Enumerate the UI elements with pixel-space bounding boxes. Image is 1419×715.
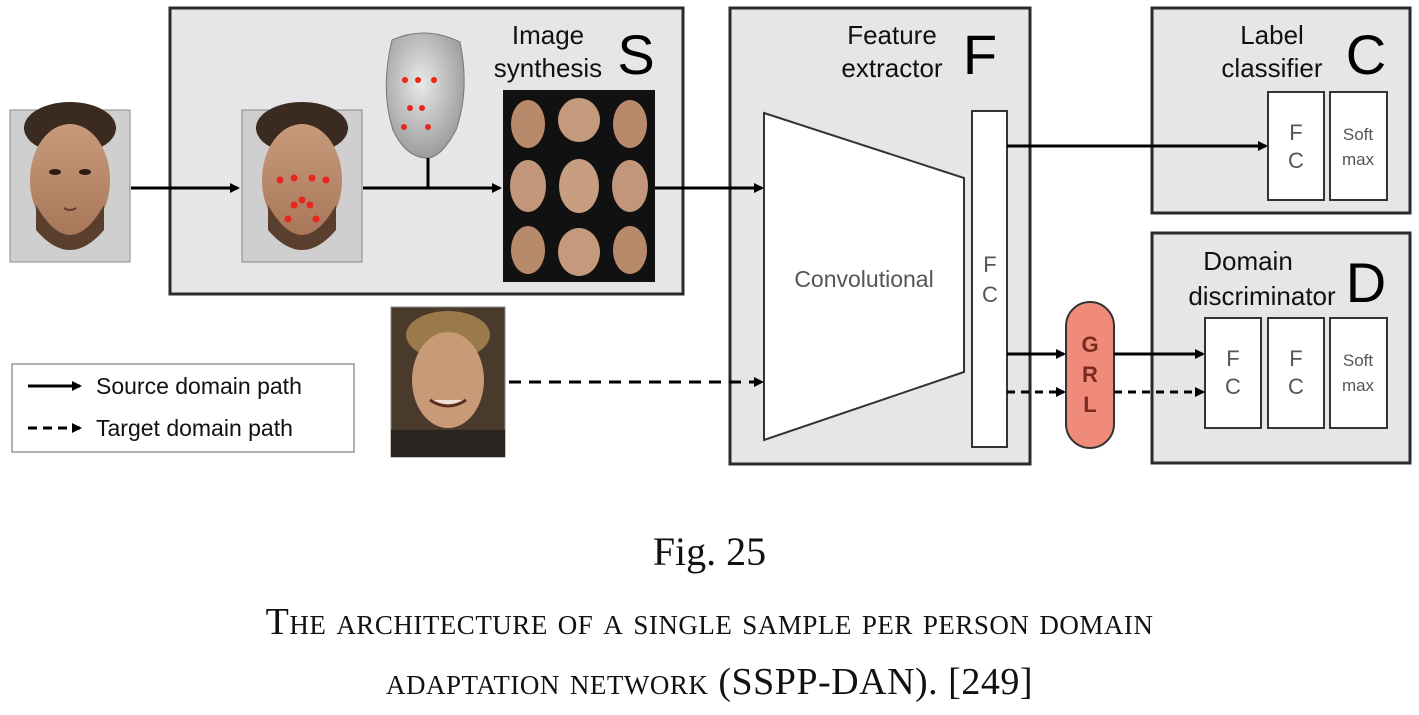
convolutional-block bbox=[763, 111, 965, 442]
discriminator-fc1-label-top: F bbox=[1226, 346, 1239, 371]
discriminator-softmax-label-bottom: max bbox=[1342, 376, 1375, 395]
source-face-photo bbox=[9, 102, 131, 263]
feature-title-line2: extractor bbox=[841, 53, 942, 83]
feature-fc-label-bottom: C bbox=[982, 282, 998, 307]
discriminator-fc2-layer bbox=[1267, 317, 1325, 429]
legend-target-label: Target domain path bbox=[96, 415, 293, 441]
convolutional-label: Convolutional bbox=[794, 266, 933, 292]
feature-fc-label-top: F bbox=[983, 252, 996, 277]
3d-face-model bbox=[385, 32, 465, 159]
synthesized-faces-grid bbox=[503, 90, 655, 282]
classifier-letter: C bbox=[1346, 23, 1386, 86]
discriminator-fc1-layer bbox=[1204, 317, 1262, 429]
grl-letter-l: L bbox=[1083, 392, 1096, 417]
figure-caption-line1: The architecture of a single sample per … bbox=[265, 601, 1154, 643]
classifier-title-line2: classifier bbox=[1221, 53, 1322, 83]
classifier-softmax-layer bbox=[1329, 91, 1388, 201]
classifier-fc-label-bottom: C bbox=[1288, 148, 1304, 173]
classifier-softmax-label-top: Soft bbox=[1343, 125, 1374, 144]
synthesis-title-line2: synthesis bbox=[494, 53, 602, 83]
landmark-face-photo bbox=[241, 102, 363, 263]
target-face-photo bbox=[390, 306, 506, 458]
grl-letter-g: G bbox=[1081, 332, 1098, 357]
discriminator-fc2-label-top: F bbox=[1289, 346, 1302, 371]
classifier-fc-layer bbox=[1267, 91, 1325, 201]
legend-box bbox=[11, 363, 355, 453]
legend: Source domain path Target domain path bbox=[11, 363, 355, 453]
synthesis-letter: S bbox=[617, 23, 654, 86]
figure-caption-line2: adaptation network (SSPP-DAN). [249] bbox=[386, 661, 1033, 703]
discriminator-fc2-label-bottom: C bbox=[1288, 374, 1304, 399]
feature-letter: F bbox=[963, 23, 997, 86]
classifier-fc-label-top: F bbox=[1289, 120, 1302, 145]
discriminator-softmax-layer bbox=[1329, 317, 1388, 429]
grl-letter-r: R bbox=[1082, 362, 1098, 387]
feature-title-line1: Feature bbox=[847, 20, 937, 50]
discriminator-letter: D bbox=[1346, 251, 1386, 314]
architecture-diagram: Image synthesis S Feature extractor F Co… bbox=[9, 6, 1412, 466]
figure-number: Fig. 25 bbox=[652, 529, 767, 574]
discriminator-title-line1: Domain bbox=[1203, 246, 1293, 276]
legend-source-label: Source domain path bbox=[96, 373, 302, 399]
discriminator-title-line2: discriminator bbox=[1188, 281, 1336, 311]
classifier-softmax-label-bottom: max bbox=[1342, 150, 1375, 169]
synthesis-title-line1: Image bbox=[512, 20, 584, 50]
discriminator-fc1-label-bottom: C bbox=[1225, 374, 1241, 399]
grl-block bbox=[1065, 301, 1115, 449]
discriminator-softmax-label-top: Soft bbox=[1343, 351, 1374, 370]
feature-fc-layer bbox=[971, 110, 1008, 448]
classifier-title-line1: Label bbox=[1240, 20, 1304, 50]
